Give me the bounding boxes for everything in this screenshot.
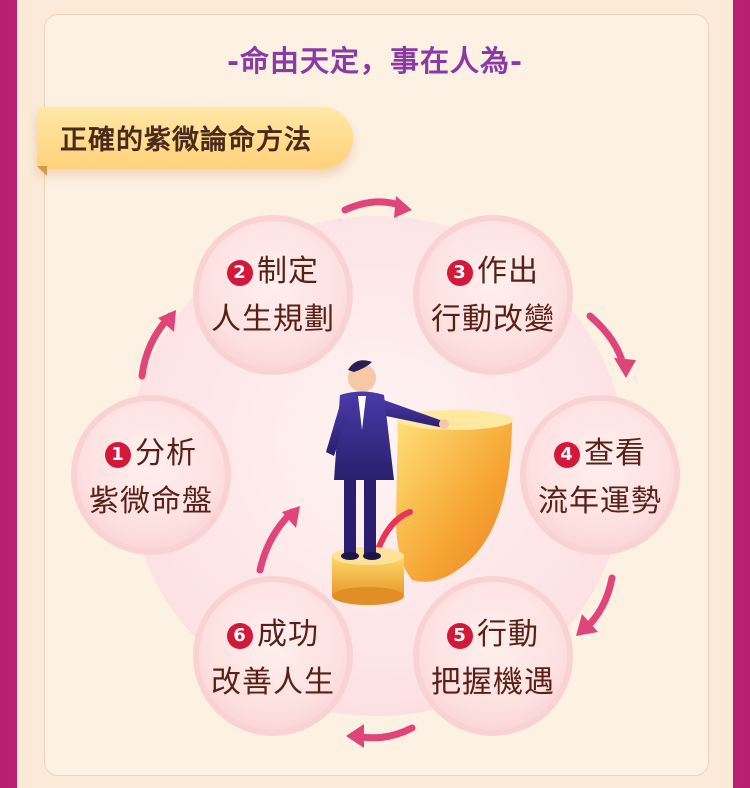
section-ribbon — [37, 107, 353, 169]
step-4-number-badge: 4 — [554, 442, 580, 468]
step-node-4 — [520, 395, 680, 555]
section-title: 正確的紫微論命方法 — [60, 125, 312, 156]
arrow-heads-icon — [158, 196, 636, 748]
step-2-number-badge: 2 — [227, 260, 253, 286]
step-4-title-text: 查看 — [584, 436, 646, 471]
step-1-description: 紫微命盤 — [89, 484, 213, 519]
step-5-description: 把握機遇 — [431, 665, 555, 700]
step-node-2 — [193, 215, 353, 375]
step-3-description: 行動改變 — [431, 302, 555, 337]
step-4-description: 流年運勢 — [538, 484, 662, 519]
step-3-title-text: 作出 — [477, 254, 539, 289]
step-node-3 — [413, 215, 573, 375]
step-node-6 — [193, 576, 353, 736]
step-2-title-text: 制定 — [257, 254, 319, 289]
step-5-title-text: 行動 — [477, 617, 539, 652]
businessman-icon — [326, 360, 449, 560]
step-node-5 — [413, 576, 573, 736]
step-node-1 — [71, 395, 231, 555]
step-6-description: 改善人生 — [211, 665, 335, 700]
motto-heading: -命由天定，事在人為- — [226, 44, 524, 78]
ribbon-fold — [37, 166, 47, 176]
step-3-number-badge: 3 — [447, 260, 473, 286]
step-1-number-badge: 1 — [105, 442, 131, 468]
step-5-number-badge: 5 — [447, 623, 473, 649]
step-1-title-text: 分析 — [135, 436, 197, 471]
step-2-description: 人生規劃 — [211, 302, 335, 337]
step-6-number-badge: 6 — [227, 623, 253, 649]
step-6-title-text: 成功 — [257, 617, 319, 652]
